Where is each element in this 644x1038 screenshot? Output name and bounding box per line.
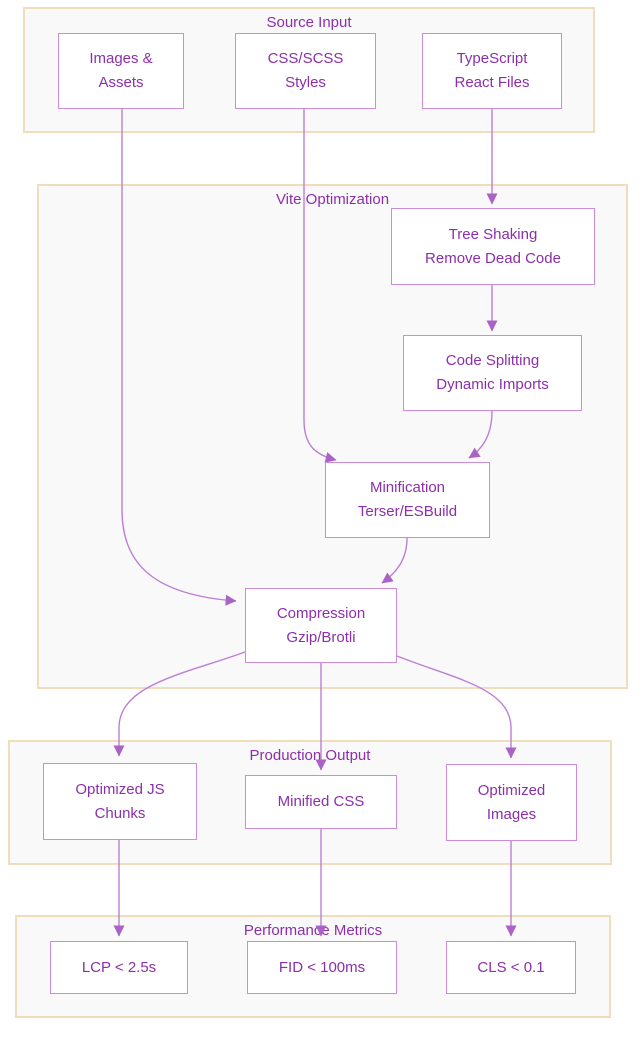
node-code-splitting: Code Splitting Dynamic Imports [403, 335, 582, 411]
node-label: Tree Shaking [448, 225, 538, 243]
node-typescript-files: TypeScript React Files [422, 33, 562, 109]
node-label: Terser/ESBuild [357, 503, 458, 520]
group-title-source-input: Source Input [266, 14, 352, 31]
node-label: FID < 100ms [278, 958, 366, 976]
node-label: Optimized JS [75, 780, 165, 798]
node-label: CLS < 0.1 [477, 958, 545, 976]
node-cls-metric: CLS < 0.1 [446, 941, 576, 994]
node-label: Code Splitting [445, 352, 540, 369]
node-label: Images [486, 805, 537, 823]
node-label: Minification [369, 479, 446, 496]
node-label: Chunks [94, 804, 146, 822]
node-label: Remove Dead Code [425, 249, 561, 267]
node-label: Assets [98, 74, 144, 91]
node-minified-css: Minified CSS [245, 775, 397, 829]
node-label: LCP < 2.5s [81, 958, 157, 976]
node-label: Compression [276, 604, 366, 622]
node-label: Optimized [477, 781, 546, 799]
node-fid-metric: FID < 100ms [247, 941, 397, 994]
node-label: React Files [454, 74, 530, 91]
node-lcp-metric: LCP < 2.5s [50, 941, 188, 994]
node-images-assets: Images & Assets [58, 33, 184, 109]
node-label: Gzip/Brotli [286, 628, 356, 646]
group-title-performance-metrics: Performance Metrics [243, 922, 383, 939]
group-title-production-output: Production Output [249, 747, 371, 764]
node-label: TypeScript [456, 50, 528, 67]
node-minification: Minification Terser/ESBuild [325, 462, 490, 538]
node-css-styles: CSS/SCSS Styles [235, 33, 376, 109]
node-optimized-js-chunks: Optimized JS Chunks [43, 763, 197, 840]
node-label: CSS/SCSS [267, 50, 344, 67]
node-label: Styles [285, 74, 326, 91]
node-optimized-images: Optimized Images [446, 764, 577, 841]
node-label: Minified CSS [277, 793, 365, 810]
group-title-vite-optimization: Vite Optimization [275, 191, 390, 208]
node-label: Images & [89, 50, 153, 67]
node-tree-shaking: Tree Shaking Remove Dead Code [391, 208, 595, 285]
node-label: Dynamic Imports [436, 376, 549, 393]
node-compression: Compression Gzip/Brotli [245, 588, 397, 663]
